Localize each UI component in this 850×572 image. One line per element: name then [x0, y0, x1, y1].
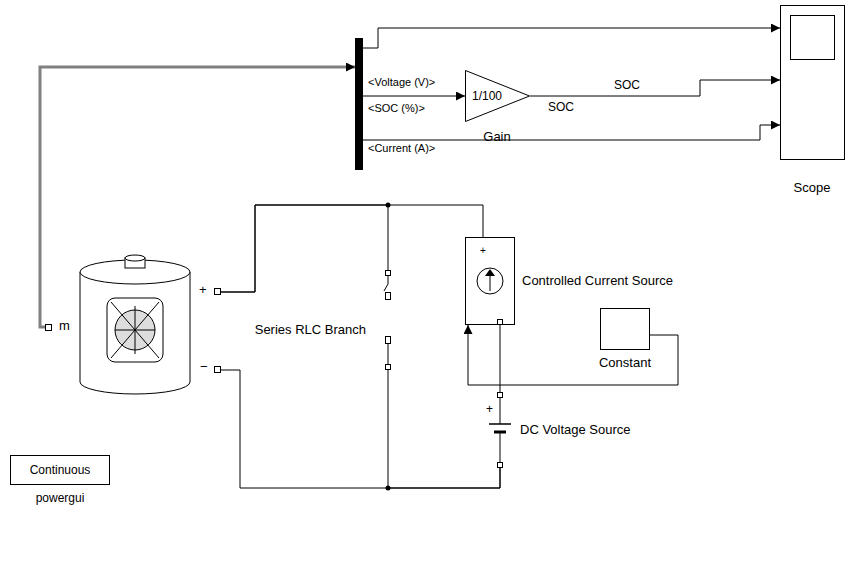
- constant-block: Constant: [600, 308, 650, 350]
- block-name: Scope: [794, 181, 831, 195]
- dc-plate: [489, 423, 511, 425]
- bus-signal-label: <SOC (%)>: [368, 101, 425, 115]
- source-arrow: [485, 269, 495, 276]
- bus-selector: <Voltage (V)><SOC (%)><Current (A)>: [355, 38, 363, 170]
- battery-block: m + −: [45, 250, 221, 400]
- source-symbol: [477, 268, 503, 294]
- controlled-current-source: +Controlled Current Source: [465, 237, 515, 325]
- signal-name: SOC: [548, 100, 574, 114]
- block-name: Gain: [483, 130, 510, 144]
- bus-signal-label: <Current (A)>: [368, 141, 435, 155]
- signal-name: SOC: [612, 78, 642, 92]
- port-terminal: [498, 393, 503, 398]
- battery-icon: [111, 302, 159, 358]
- dc-voltage-source: +DC Voltage Source: [485, 392, 515, 468]
- source-outline: [466, 238, 515, 325]
- powergui-block: Continuouspowergui: [10, 455, 110, 485]
- signal-line: [363, 96, 465, 97]
- port-label: −: [200, 360, 208, 374]
- electrical-wire: [221, 205, 388, 292]
- gain-triangle: [466, 71, 530, 122]
- controlled-current-source-shape: [465, 237, 515, 325]
- gain-value: 1/100: [472, 89, 502, 103]
- electrical-wire: [221, 370, 500, 488]
- block-name: Constant: [599, 356, 651, 370]
- signal-line: [363, 28, 780, 48]
- rlc-branch-shape: [378, 270, 398, 370]
- scope-screen: [791, 16, 835, 60]
- gain-block: 1/100Gain: [465, 70, 530, 122]
- dc-plate: [494, 431, 506, 434]
- electrical-wire: [388, 370, 500, 488]
- rlc-terminal: [386, 293, 391, 300]
- block-name: Series RLC Branch: [255, 323, 366, 337]
- block-name: Controlled Current Source: [522, 274, 673, 288]
- signal-line: [363, 125, 780, 140]
- rlc-branch: Series RLC Branch: [378, 270, 398, 370]
- battery-icon: [107, 298, 163, 362]
- scope-block: Scope: [780, 5, 845, 160]
- battery-body: [80, 272, 190, 394]
- constant-outline: [601, 309, 650, 350]
- powergui-outline: [11, 456, 110, 485]
- scope-outline: [781, 6, 845, 160]
- battery-block-shape: [45, 250, 221, 400]
- port-terminal: [215, 367, 221, 373]
- port-label: m: [59, 319, 70, 333]
- port-terminal: [386, 365, 391, 370]
- port-label: +: [199, 283, 207, 297]
- port-terminal: [498, 463, 503, 468]
- port-terminal: [46, 325, 52, 331]
- rlc-lead: [384, 276, 388, 364]
- source-arrow: [490, 275, 491, 291]
- scope-block-shape: [780, 5, 845, 160]
- port-label: +: [480, 244, 486, 258]
- port-terminal: [386, 271, 391, 276]
- signal-line: [530, 80, 780, 96]
- electrical-wire: [221, 205, 483, 292]
- solver-mode: Continuous: [30, 463, 91, 477]
- constant-block-shape: [600, 308, 650, 350]
- dc-lead: [500, 398, 501, 462]
- port-terminal: [498, 320, 503, 325]
- bus-signal-label: <Voltage (V)>: [368, 75, 435, 89]
- port-terminal: [215, 289, 221, 295]
- port-label: +: [486, 402, 493, 416]
- electrical-wire: [500, 325, 501, 392]
- battery-cap-top: [125, 255, 145, 261]
- rlc-terminal: [386, 337, 391, 344]
- block-name: DC Voltage Source: [520, 423, 631, 437]
- block-name: powergui: [36, 491, 85, 505]
